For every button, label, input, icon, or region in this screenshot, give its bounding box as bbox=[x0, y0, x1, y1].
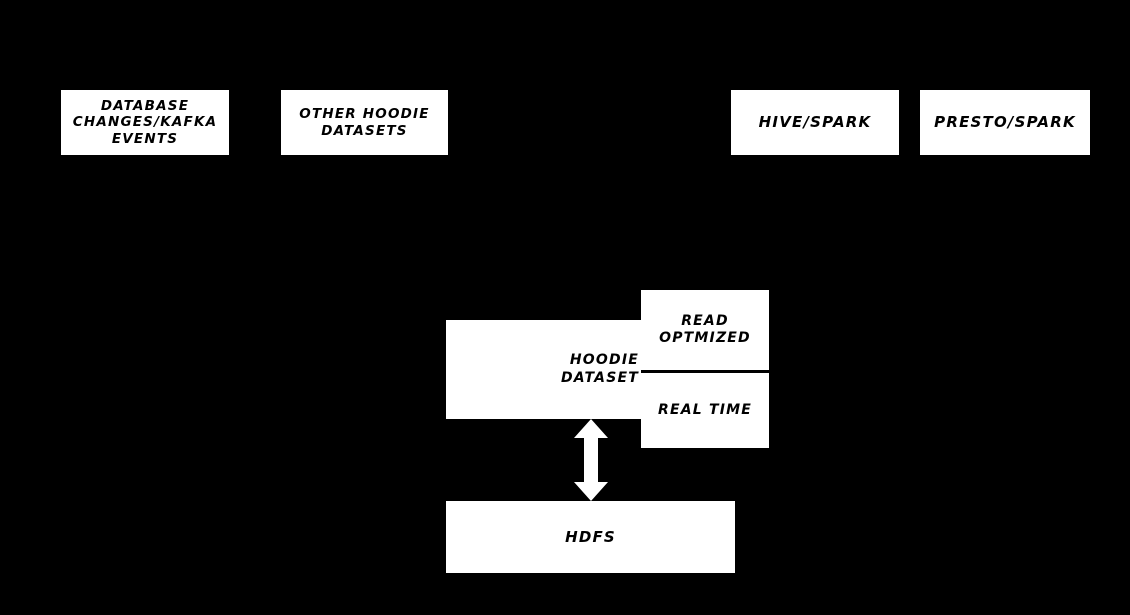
node-database-changes-kafka-events[interactable]: Database Changes/Kafka Events bbox=[61, 90, 229, 155]
node-label: Real Time bbox=[657, 401, 753, 418]
node-real-time-view[interactable]: Real Time bbox=[641, 373, 769, 448]
node-read-optimized-view[interactable]: Read Optmized bbox=[641, 290, 769, 373]
node-label: Other Hoodie Datasets bbox=[299, 106, 430, 139]
node-presto-spark[interactable]: Presto/Spark bbox=[920, 90, 1090, 155]
node-other-hoodie-datasets[interactable]: Other Hoodie Datasets bbox=[281, 90, 448, 155]
node-label: Hoodie Dataset bbox=[560, 352, 639, 386]
double-arrow-icon bbox=[573, 419, 609, 501]
node-label: HDFS bbox=[565, 527, 616, 546]
node-label: Presto/Spark bbox=[934, 113, 1076, 132]
node-label: Hive/Spark bbox=[758, 113, 872, 132]
node-hdfs[interactable]: HDFS bbox=[446, 501, 735, 573]
node-hoodie-dataset[interactable]: Hoodie Dataset bbox=[446, 320, 641, 419]
node-label: Read Optmized bbox=[659, 312, 751, 346]
node-label: Database Changes/Kafka Events bbox=[72, 97, 218, 147]
node-hive-spark[interactable]: Hive/Spark bbox=[731, 90, 899, 155]
